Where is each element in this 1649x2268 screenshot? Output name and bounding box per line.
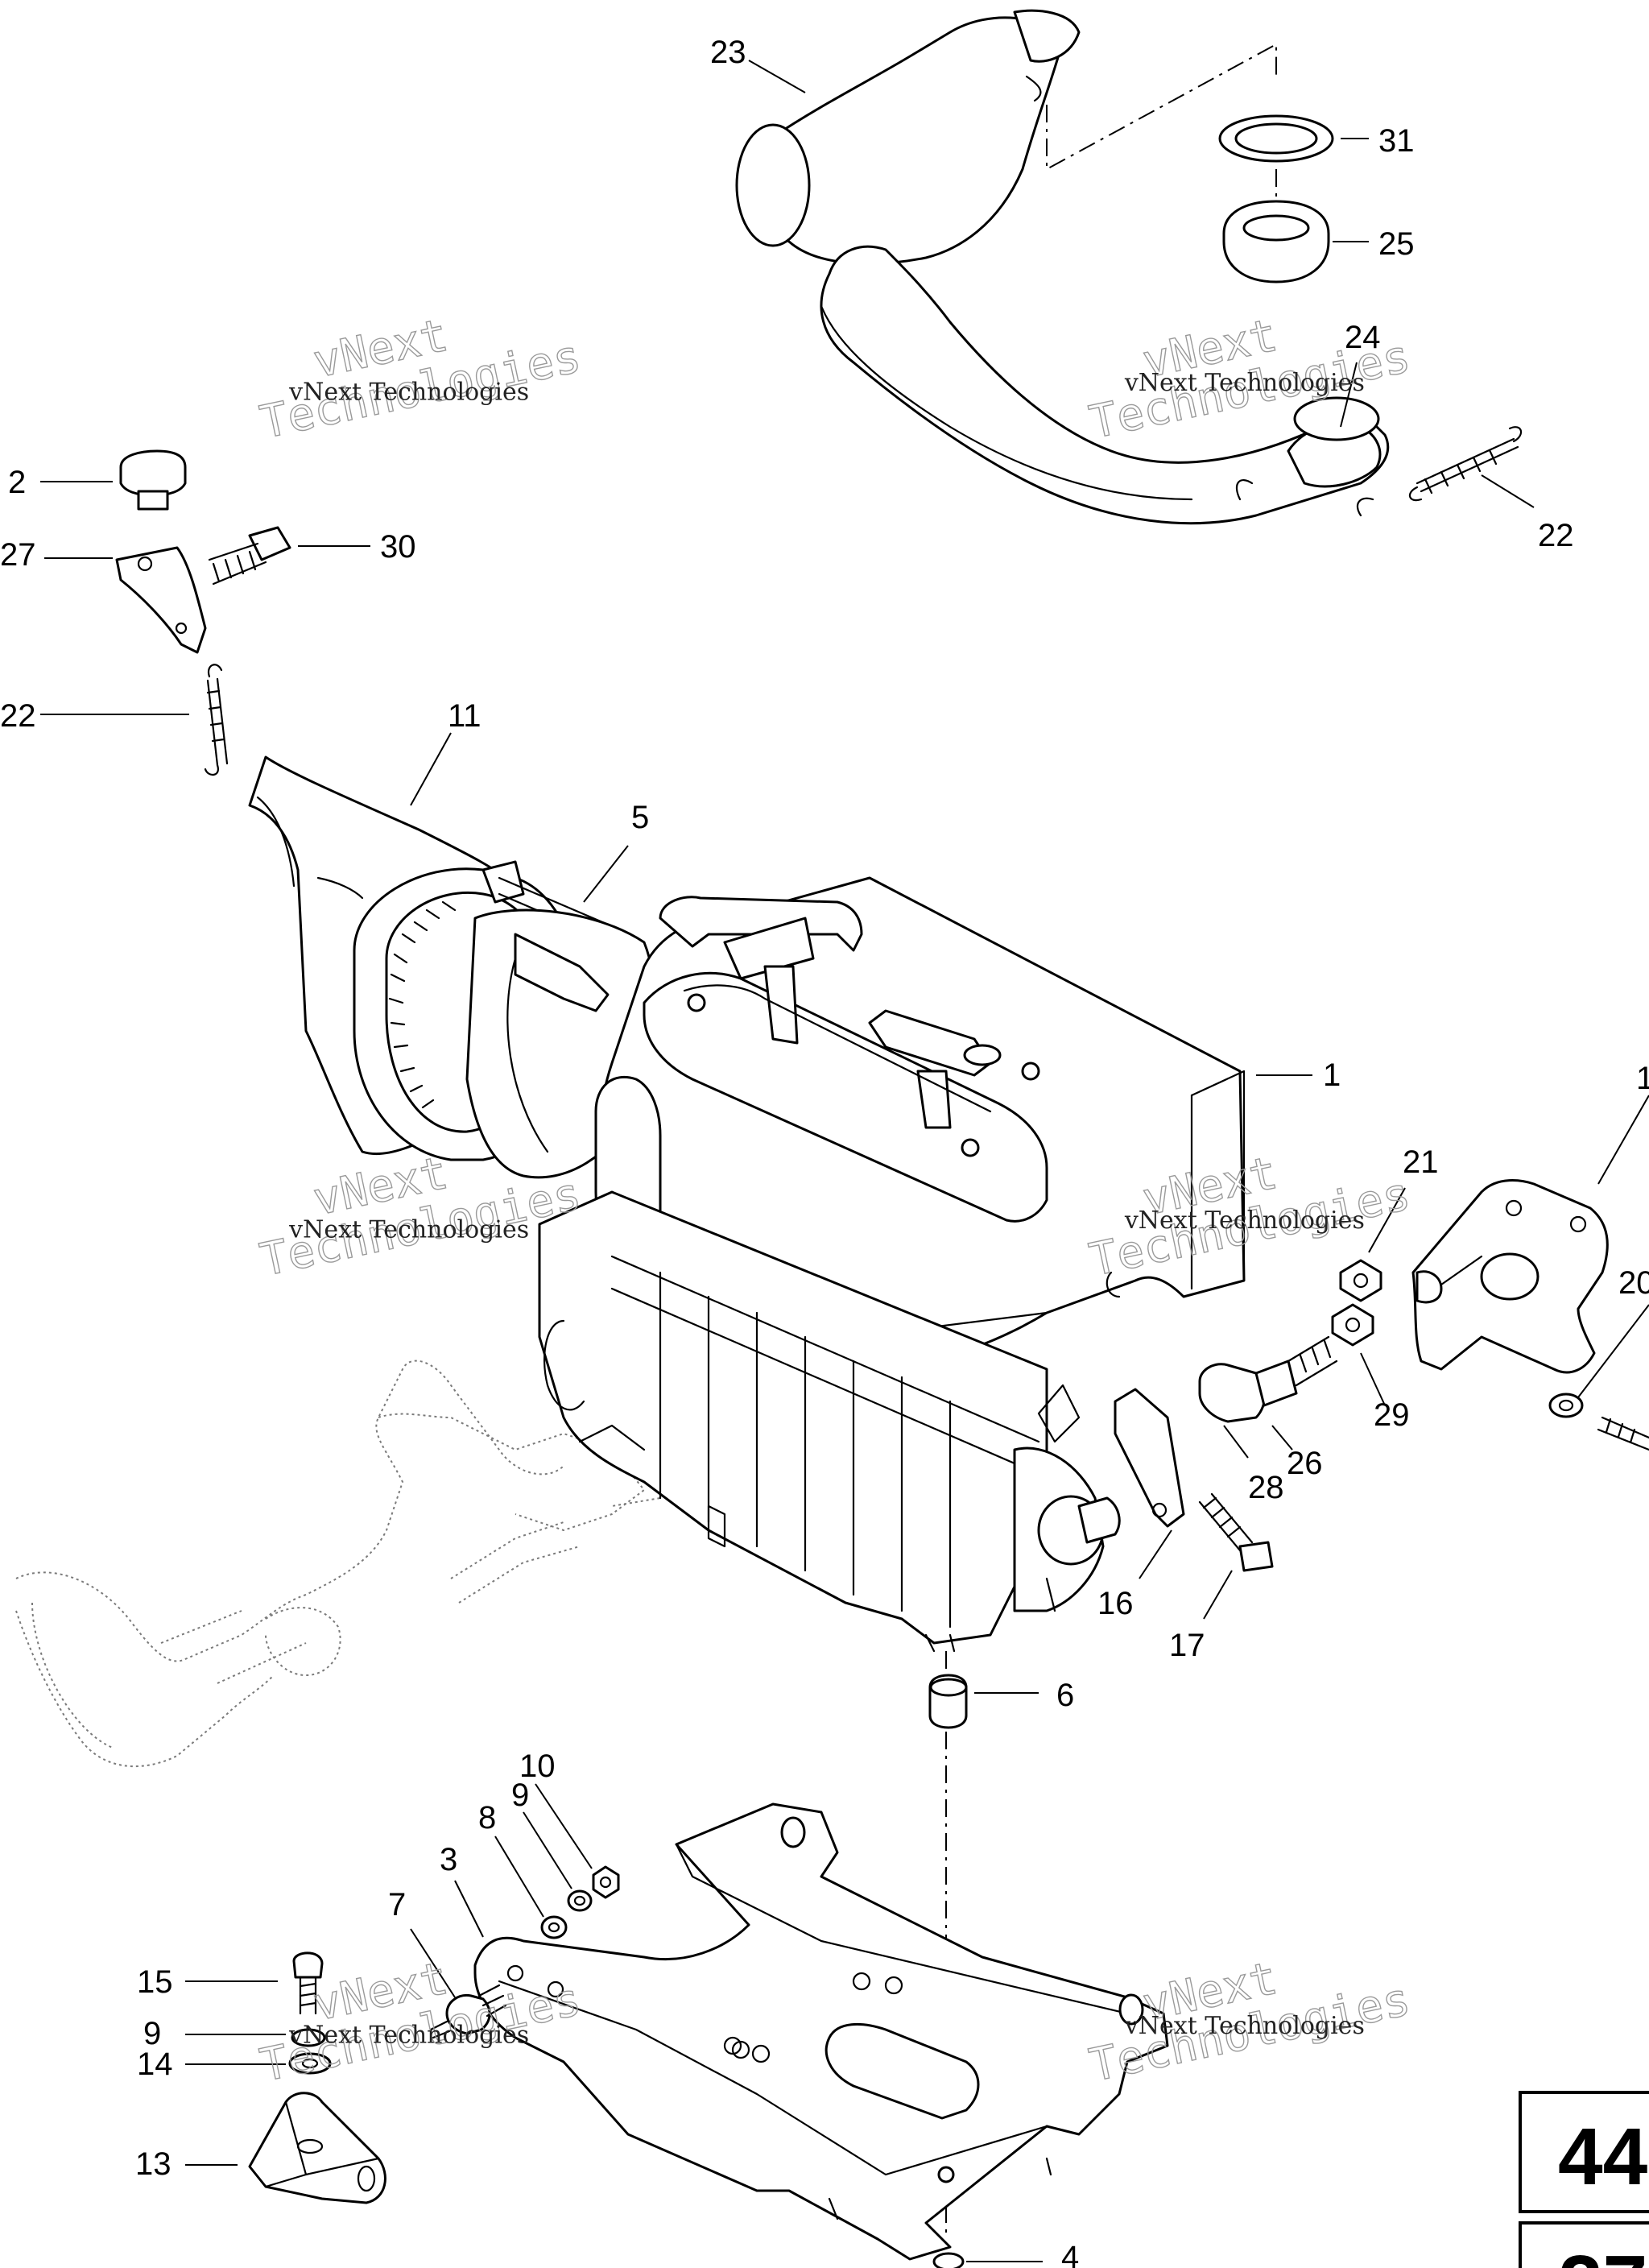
bolt-right-edge xyxy=(1597,1416,1649,1451)
callout-7: 7 xyxy=(388,1887,406,1922)
callout-5: 5 xyxy=(631,800,649,835)
page-number-next: 27 xyxy=(1558,2239,1647,2268)
bolt-30 xyxy=(208,526,291,586)
callout-30: 30 xyxy=(380,529,416,565)
callout-16: 16 xyxy=(1097,1586,1134,1621)
cap-2 xyxy=(119,449,187,511)
callout-22-left: 22 xyxy=(0,698,36,734)
svg-text:vNext Technologies: vNext Technologies xyxy=(288,2022,529,2050)
lock-washer-9 xyxy=(567,1889,593,1912)
engine-support-3 xyxy=(473,1802,1169,2261)
page-number: 44 xyxy=(1558,2112,1648,2202)
bracket-27 xyxy=(115,546,207,654)
callout-27: 27 xyxy=(0,537,36,573)
watermark-bottom-right: vNext Technologies vNext Technologies xyxy=(1085,1951,1415,2092)
callout-6: 6 xyxy=(1056,1678,1074,1713)
nut-10 xyxy=(592,1865,620,1899)
callout-11: 11 xyxy=(448,698,481,734)
washer-9-lower xyxy=(291,2028,326,2047)
callout-15: 15 xyxy=(137,1964,173,2000)
watermark-top-left: vNext Technologies vNext Technologies xyxy=(255,308,586,449)
grommet-25 xyxy=(1222,200,1330,284)
callout-25: 25 xyxy=(1378,226,1415,262)
callout-22-right: 22 xyxy=(1538,518,1574,553)
callout-8: 8 xyxy=(478,1800,496,1836)
rubber-mount-7 xyxy=(429,1984,507,2039)
callout-numbers: 23 31 25 24 22 2 27 30 22 11 5 1 1 21 20… xyxy=(0,35,1649,2268)
washer-4 xyxy=(932,2252,965,2268)
callout-2: 2 xyxy=(8,465,26,500)
bolt-15 xyxy=(292,1951,324,2015)
nut-21 xyxy=(1339,1259,1382,1302)
svg-text:vNext Technologies: vNext Technologies xyxy=(1124,1206,1365,1235)
spacer-6 xyxy=(928,1674,968,1729)
ghost-exhaust-manifold xyxy=(15,1360,685,1768)
exhaust-pipe-23 xyxy=(735,9,1390,525)
callout-9: 9 xyxy=(511,1778,529,1813)
callout-3: 3 xyxy=(440,1842,457,1877)
callout-21: 21 xyxy=(1403,1144,1439,1180)
mount-plate-right xyxy=(1411,1179,1609,1374)
nut-29 xyxy=(1331,1303,1374,1347)
svg-text:vNext Technologies: vNext Technologies xyxy=(288,1216,529,1244)
spring-22-left xyxy=(204,664,229,776)
page-number-box: 44 27 xyxy=(1519,2091,1649,2268)
svg-text:vNext Technologies: vNext Technologies xyxy=(1124,2012,1365,2040)
engine-1 xyxy=(538,876,1246,1653)
callout-20: 20 xyxy=(1618,1265,1649,1301)
callout-29: 29 xyxy=(1374,1397,1410,1433)
stud-26 xyxy=(1198,1335,1338,1423)
assembly-axis-exhaust xyxy=(1046,43,1277,171)
callout-26: 26 xyxy=(1287,1446,1323,1481)
callout-23: 23 xyxy=(710,35,746,70)
callout-24: 24 xyxy=(1345,320,1381,355)
callout-13: 13 xyxy=(135,2146,172,2182)
mount-bracket-13 xyxy=(248,2092,386,2204)
spring-22-right xyxy=(1408,426,1523,502)
callout-14: 14 xyxy=(137,2047,173,2082)
callout-10: 10 xyxy=(519,1749,556,1784)
bolt-17 xyxy=(1198,1492,1274,1572)
callout-1-right: 1 xyxy=(1636,1061,1649,1096)
callout-1: 1 xyxy=(1323,1057,1341,1093)
washer-8 xyxy=(540,1915,568,1939)
ring-31 xyxy=(1218,114,1334,163)
washer-14 xyxy=(288,2052,332,2075)
callout-9-lower: 9 xyxy=(143,2016,161,2051)
callout-17: 17 xyxy=(1169,1628,1205,1663)
leader-lines xyxy=(40,60,1649,2262)
svg-text:vNext Technologies: vNext Technologies xyxy=(288,379,529,407)
callout-31: 31 xyxy=(1378,123,1415,159)
svg-text:vNext Technologies: vNext Technologies xyxy=(1124,369,1365,397)
bracket-16 xyxy=(1114,1388,1185,1528)
washer-20 xyxy=(1548,1393,1584,1418)
callout-4: 4 xyxy=(1061,2240,1079,2268)
callout-28: 28 xyxy=(1248,1470,1284,1505)
